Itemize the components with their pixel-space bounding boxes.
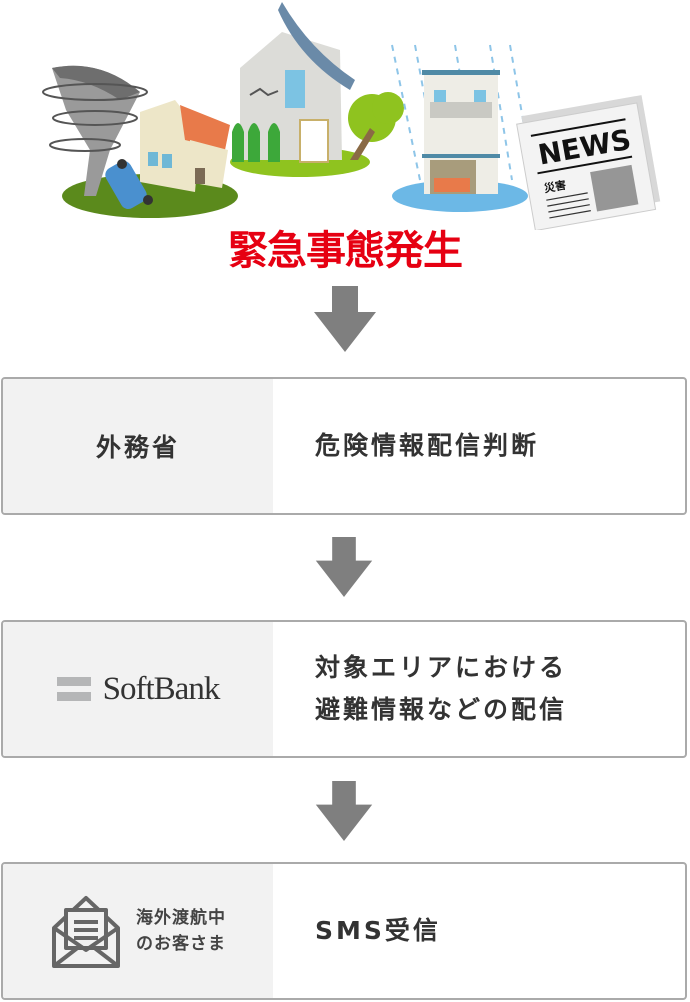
step-mofa: 外務省 危険情報配信判断 — [1, 377, 687, 515]
action-cell: 危険情報配信判断 — [273, 379, 685, 513]
step-customer: 海外渡航中 のお客さま SMS受信 — [1, 862, 687, 1000]
actor-cell: 外務省 — [3, 379, 273, 513]
car-icon — [105, 159, 153, 209]
action-risk-info-decision: 危険情報配信判断 — [315, 431, 540, 460]
action-line-2: 避難情報などの配信 — [315, 695, 568, 724]
softbank-logo: SoftBank — [56, 670, 221, 708]
newspaper-icon: NEWS 災害 — [516, 95, 661, 230]
softbank-wordmark: SoftBank — [102, 670, 221, 707]
actor-line-2: のお客さま — [136, 934, 226, 954]
down-arrow-icon — [314, 286, 376, 352]
fallen-tree-icon — [348, 92, 404, 160]
actor-cell: SoftBank — [3, 622, 273, 756]
action-cell: 対象エリアにおける 避難情報などの配信 — [273, 622, 685, 756]
action-cell: SMS受信 — [273, 864, 685, 998]
actor-mofa-label: 外務省 — [95, 433, 180, 462]
actor-cell: 海外渡航中 のお客さま — [3, 864, 273, 998]
flooded-building-icon — [391, 44, 531, 212]
envelope-icon — [52, 896, 120, 968]
cracked-building-icon — [230, 2, 370, 177]
damaged-house-icon — [140, 100, 230, 192]
step-softbank: SoftBank 対象エリアにおける 避難情報などの配信 — [1, 620, 687, 758]
down-arrow-icon — [315, 537, 373, 597]
actor-line-1: 海外渡航中 — [136, 908, 226, 928]
action-sms-receive: SMS受信 — [315, 916, 441, 945]
emergency-headline: 緊急事態発生 — [228, 228, 463, 274]
softbank-logo-mark — [56, 677, 91, 701]
action-line-1: 対象エリアにおける — [315, 653, 568, 682]
newspaper-subhead: 災害 — [542, 178, 567, 196]
down-arrow-icon — [315, 781, 373, 841]
disaster-illustration: NEWS 災害 — [42, 2, 661, 230]
